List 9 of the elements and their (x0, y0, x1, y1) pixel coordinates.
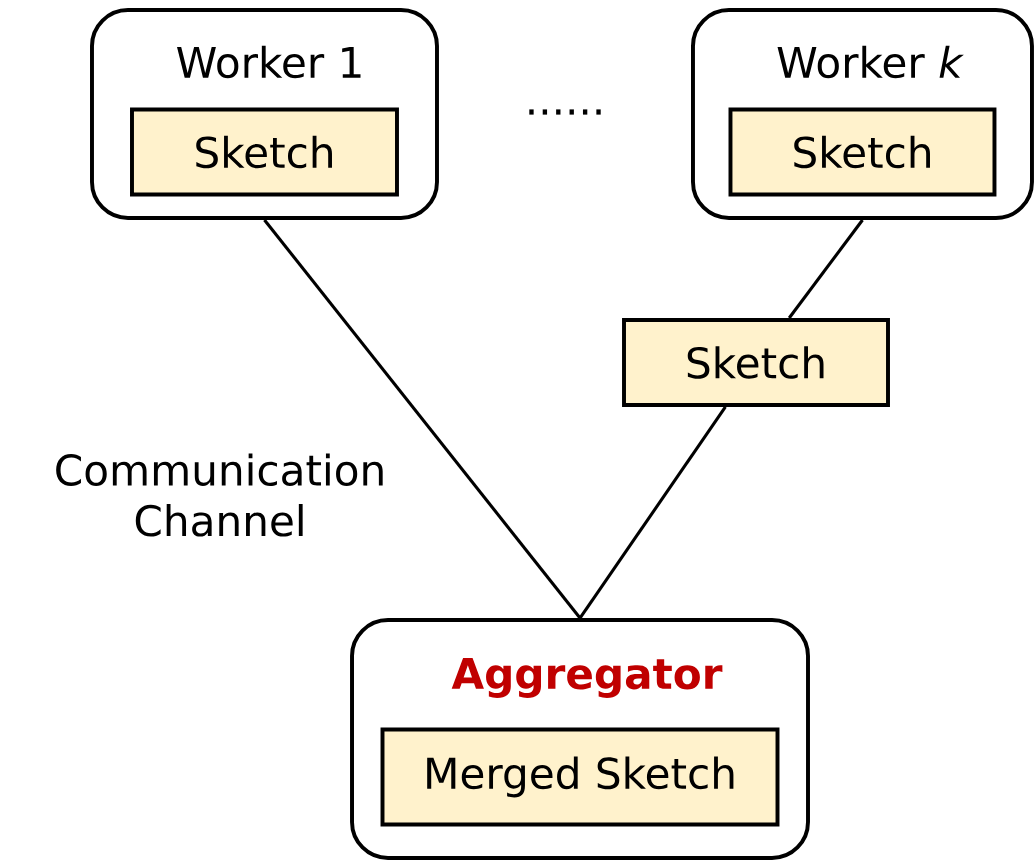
edge-label: Communication Channel (56, 453, 383, 537)
connector-line (787, 219, 864, 319)
sketch-box: Sketch (728, 107, 997, 197)
sketch-box: Merged Sketch (380, 727, 780, 827)
sketch-box: Sketch (622, 318, 890, 407)
sketch-box: Sketch (130, 107, 399, 197)
ellipsis-text: ...... (529, 109, 601, 115)
connector-line (263, 219, 582, 619)
connector-line (578, 406, 727, 619)
